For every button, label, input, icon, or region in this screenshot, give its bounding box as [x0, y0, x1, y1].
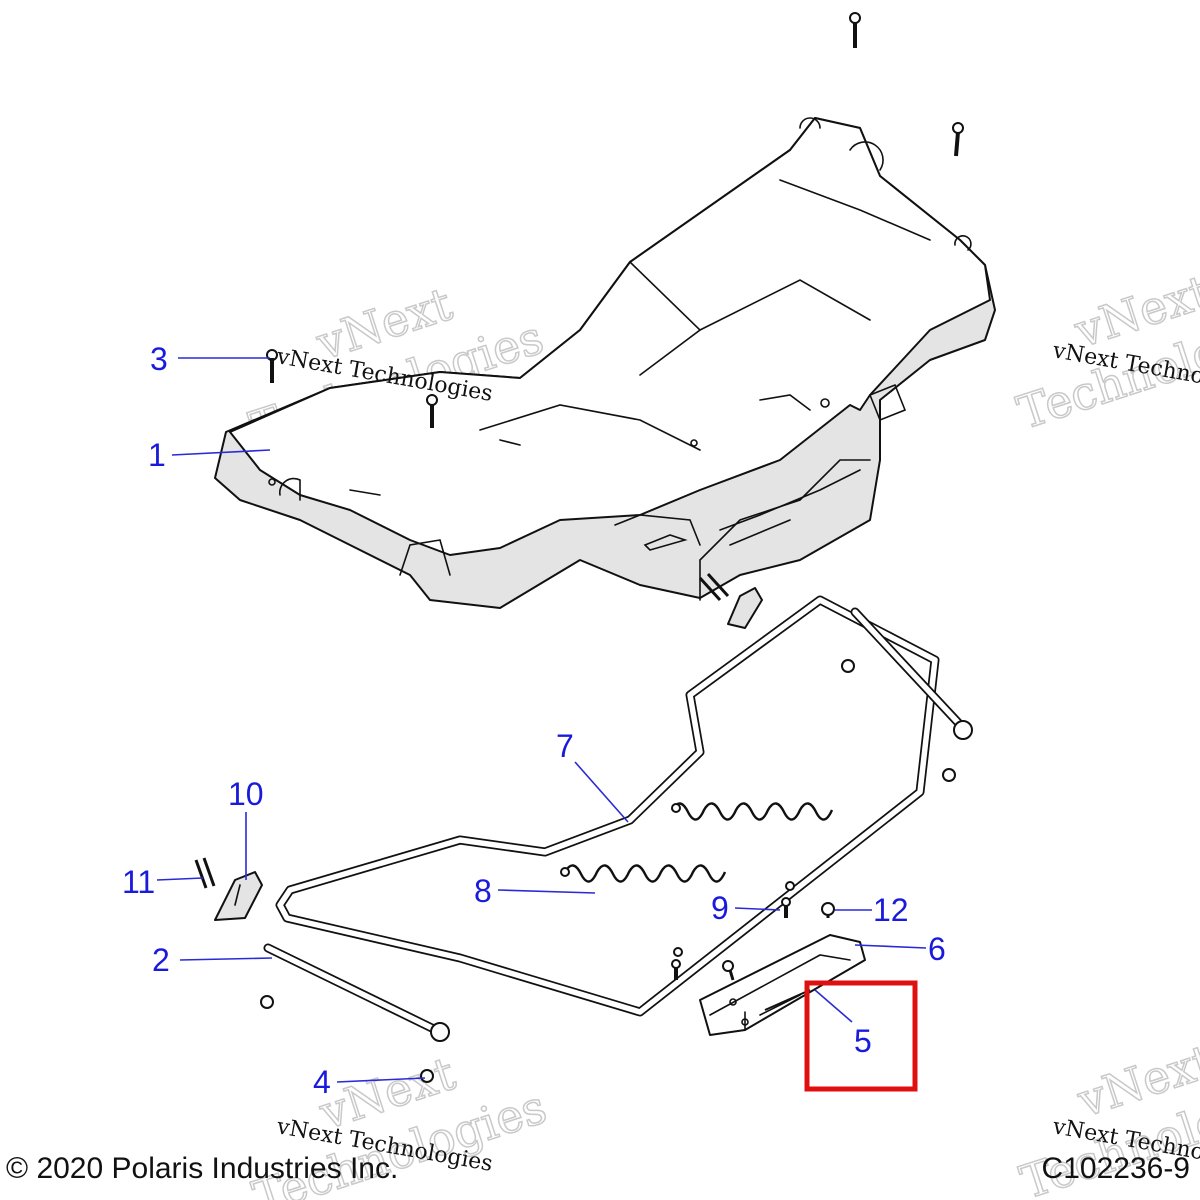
highlight-box: [804, 980, 918, 1092]
screw-top-1: [849, 12, 861, 48]
callout-number: 11: [122, 864, 155, 900]
callout-number: 8: [474, 873, 492, 909]
hinge-pins-left: [194, 857, 216, 889]
screw-bracket: [722, 960, 735, 981]
hinge-pins-upper: [698, 572, 730, 602]
callout-number: 10: [228, 776, 264, 812]
screw-9: [781, 897, 791, 918]
callout-9: 9: [711, 890, 781, 926]
diagram-code: C102236-9: [1041, 1152, 1190, 1185]
callout-number: 6: [928, 931, 946, 967]
spring-lower: [560, 864, 727, 957]
callout-number: 12: [873, 892, 909, 928]
callout-4: 4: [313, 1064, 426, 1100]
nut-lower: [260, 995, 274, 1009]
callout-number: 4: [313, 1064, 331, 1100]
callout-12: 12: [835, 892, 909, 928]
support-tube-upper: [850, 607, 973, 740]
screw-mid: [426, 394, 438, 428]
callout-6: 6: [854, 931, 946, 967]
callout-number: 3: [150, 341, 168, 377]
callout-11: 11: [122, 864, 204, 900]
hinge-bracket-upper: [727, 587, 763, 629]
support-tube-lower: [263, 943, 450, 1042]
screw-lower-mid: [671, 959, 681, 980]
hinge-bracket-left: [214, 871, 263, 921]
callout-number: 5: [854, 1023, 872, 1059]
nut-right: [942, 768, 956, 782]
bolt-12: [821, 902, 835, 918]
callout-8: 8: [474, 873, 596, 909]
callout-7: 7: [556, 728, 629, 823]
watermark-top-right: vNext Technologies: [1010, 263, 1200, 440]
callout-number: 1: [148, 437, 166, 473]
spring-upper: [670, 802, 834, 891]
callout-number: 9: [711, 890, 729, 926]
callout-10: 10: [228, 776, 264, 880]
callout-5: 5: [814, 989, 872, 1059]
nut-upper: [841, 659, 855, 673]
wire-frame: [275, 595, 940, 1017]
latch-bracket: [699, 934, 866, 1036]
copyright-text: © 2020 Polaris Industries Inc.: [6, 1152, 399, 1185]
callout-number: 2: [152, 942, 170, 978]
callout-2: 2: [152, 942, 273, 978]
callout-1: 1: [148, 437, 271, 473]
front-rack-panel: [214, 117, 996, 609]
screw-top-2: [952, 122, 964, 157]
nut-4: [420, 1069, 434, 1083]
callout-number: 7: [556, 728, 574, 764]
callout-3: 3: [150, 341, 270, 377]
